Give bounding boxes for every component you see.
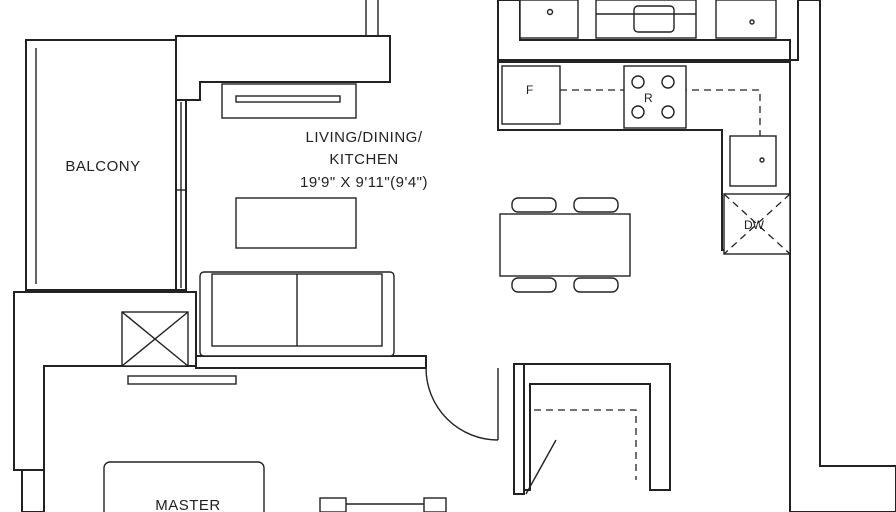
range-hood (633, 5, 675, 33)
dishwasher-x-a (723, 193, 791, 255)
doorway-jamb-right (423, 497, 447, 512)
chair-top-right (573, 197, 619, 213)
master-bedroom (103, 367, 637, 512)
chair-bottom-left (511, 277, 557, 293)
kitchen-top-wall (497, 0, 791, 61)
chair-bottom-right (573, 277, 619, 293)
bath-left-wall (513, 363, 525, 495)
bath-block-wall (513, 363, 671, 491)
bed (103, 461, 265, 512)
fridge (501, 65, 561, 125)
kitchen-counter (497, 61, 791, 251)
dishwasher-x-b (723, 193, 791, 255)
kitchen: F R DW (497, 0, 791, 255)
master-label: MASTER (155, 497, 221, 512)
burner-4 (661, 105, 675, 119)
balcony-label: BALCONY (65, 158, 140, 175)
closet-shelf-dash (534, 409, 637, 480)
chair-top-left (511, 197, 557, 213)
master-tv (127, 375, 237, 385)
master-door-swing (425, 367, 499, 441)
living-label-2: KITCHEN (329, 151, 398, 168)
dining-table (499, 213, 631, 277)
dishwasher-label: DW (744, 218, 765, 232)
right-exterior-wall (789, 0, 896, 512)
burner-1 (631, 75, 645, 89)
left-bottom-wall (21, 469, 45, 512)
living-furniture (199, 83, 631, 357)
sink-left (519, 0, 579, 39)
living-label-1: LIVING/DINING/ (305, 129, 422, 146)
closet-door (525, 439, 557, 495)
closet-x-b (121, 311, 189, 367)
range (623, 65, 687, 129)
living-master-wall (195, 355, 427, 369)
burner-2 (661, 75, 675, 89)
coffee-table (235, 197, 357, 249)
prep-sink (729, 135, 777, 187)
prep-sink-drain (759, 157, 765, 163)
doorway-jamb-left (319, 497, 347, 512)
tv (235, 95, 341, 103)
sink-right-drain (749, 19, 755, 25)
burner-3 (631, 105, 645, 119)
sink-left-drain (546, 8, 554, 16)
walls (13, 0, 896, 512)
range-label: R (644, 91, 653, 105)
fridge-label: F (526, 83, 533, 97)
sink-right (715, 0, 777, 39)
balcony-outline (25, 39, 177, 291)
living-dimensions: 19'9" X 9'11"(9'4") (300, 174, 428, 191)
